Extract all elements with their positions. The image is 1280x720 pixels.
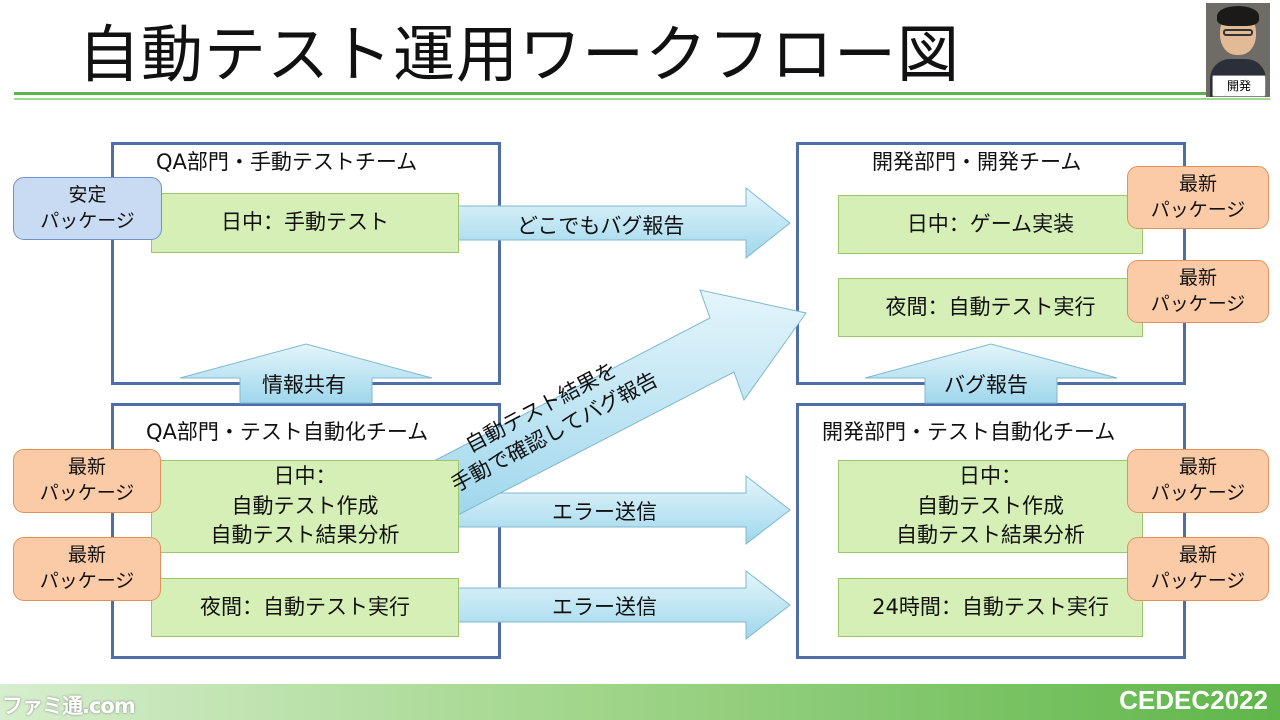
watermark-logo: ファミ通.com	[2, 694, 136, 718]
package-line: 最新	[67, 544, 106, 567]
label-bug-report-up: バグ報告	[944, 373, 1028, 397]
speaker-webcam: 開発	[1206, 3, 1270, 97]
arrow-info-share	[179, 343, 433, 404]
package-line: 最新	[1178, 456, 1217, 479]
package-line: パッケージ	[39, 482, 135, 504]
package-line: 最新	[1178, 266, 1217, 289]
footer-bar	[0, 684, 1280, 720]
package-line: 最新	[1178, 172, 1217, 195]
dev-automation-team-title: 開発部門・テスト自動化チーム	[822, 420, 1116, 444]
dev-team-title: 開発部門・開発チーム	[872, 150, 1082, 174]
label-bug-report-anywhere: どこでもバグ報告	[517, 214, 685, 238]
task-line: 自動テスト結果分析	[210, 523, 400, 548]
task-nightly-auto-test-qa: 夜間：自動テスト実行	[151, 578, 459, 637]
speaker-hair	[1217, 6, 1259, 26]
qa-manual-team-title: QA部門・手動テストチーム	[156, 150, 418, 174]
task-line: 自動テスト結果分析	[896, 523, 1085, 548]
cedec-logo: CEDEC2022	[1119, 685, 1268, 715]
task-game-implementation: 日中：ゲーム実装	[838, 195, 1143, 254]
slide-title: 自動テスト運用ワークフロー図	[78, 18, 961, 91]
arrow-diagonal-bug-report	[431, 289, 807, 517]
package-line: パッケージ	[1150, 482, 1246, 504]
package-latest-dev-2: 最新 パッケージ	[1127, 260, 1269, 323]
package-line: パッケージ	[1150, 292, 1246, 315]
title-underline-light	[14, 98, 1270, 100]
task-line: 日中：	[959, 464, 1022, 489]
task-dev-daytime-automation: 日中： 自動テスト作成 自動テスト結果分析	[838, 460, 1143, 553]
task-24h-auto-test: 24時間：自動テスト実行	[838, 578, 1143, 637]
package-line: パッケージ	[1150, 198, 1246, 221]
package-latest-dev-auto-1: 最新 パッケージ	[1127, 449, 1269, 513]
package-line: パッケージ	[39, 570, 135, 592]
arrow-bug-report-anywhere	[457, 186, 791, 260]
arrow-error-send-2	[457, 569, 791, 641]
qa-automation-team-title: QA部門・テスト自動化チーム	[146, 420, 429, 444]
label-error-send-1: エラー送信	[552, 500, 657, 524]
label-info-share: 情報共有	[262, 373, 346, 397]
package-latest-dev-1: 最新 パッケージ	[1127, 166, 1269, 229]
speaker-name-tag: 開発	[1212, 75, 1266, 97]
package-stable: 安定 パッケージ	[13, 177, 162, 240]
label-error-send-2: エラー送信	[552, 595, 657, 619]
package-line: 最新	[67, 456, 106, 479]
package-line: パッケージ	[1150, 570, 1246, 592]
package-latest-dev-auto-2: 最新 パッケージ	[1127, 537, 1269, 601]
task-manual-test: 日中：手動テスト	[151, 193, 459, 253]
task-qa-daytime-automation: 日中： 自動テスト作成 自動テスト結果分析	[151, 460, 459, 553]
task-line: 自動テスト作成	[917, 493, 1064, 518]
qa-manual-team-box	[111, 142, 501, 385]
package-line: 最新	[1178, 544, 1217, 567]
package-latest-qa-auto-2: 最新 パッケージ	[13, 537, 161, 601]
title-underline	[14, 92, 1270, 95]
task-nightly-auto-test-dev: 夜間：自動テスト実行	[838, 278, 1143, 337]
arrow-error-send-1	[457, 474, 791, 546]
package-latest-qa-auto-1: 最新 パッケージ	[13, 449, 161, 513]
speaker-glasses	[1223, 29, 1253, 36]
arrow-bug-report-up	[864, 343, 1118, 404]
package-line: パッケージ	[40, 209, 135, 232]
task-line: 日中：	[273, 464, 337, 489]
package-line: 安定	[68, 183, 107, 206]
task-line: 自動テスト作成	[231, 493, 379, 518]
